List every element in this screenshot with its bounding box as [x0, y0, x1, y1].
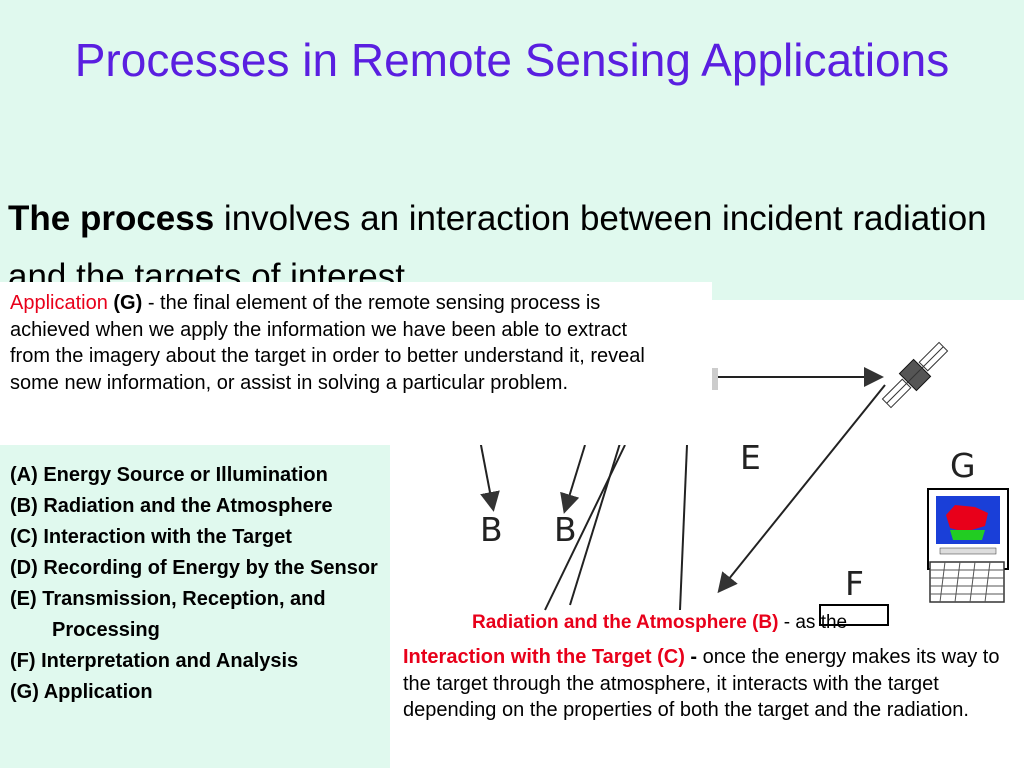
interaction-paragraph: Interaction with the Target (C) - once t…	[403, 644, 1016, 724]
list-item: Processing	[52, 619, 160, 641]
list-item: (D) Recording of Energy by the Sensor	[10, 557, 378, 579]
process-list: (A) Energy Source or Illumination (B) Ra…	[10, 460, 378, 708]
interaction-text: once the energy makes its way to the tar…	[403, 646, 1000, 721]
intro-text: The process involves an interaction betw…	[8, 190, 1008, 306]
label-e: E	[740, 438, 761, 477]
interaction-info-box: Interaction with the Target (C) - once t…	[393, 634, 1024, 768]
intro-bold: The process	[8, 199, 215, 238]
radiation-info-text: Radiation and the Atmosphere (B) - as th…	[472, 612, 847, 634]
label-f: F	[845, 564, 864, 603]
slide-title: Processes in Remote Sensing Applications	[74, 34, 950, 86]
application-heading: Application	[10, 292, 108, 314]
list-item: (B) Radiation and the Atmosphere	[10, 495, 333, 517]
ground-station-box	[819, 604, 889, 626]
data-grid-icon	[929, 561, 1005, 603]
radiation-heading: Radiation and the Atmosphere (B)	[472, 612, 779, 633]
list-item: (A) Energy Source or Illumination	[10, 464, 328, 486]
diagram-lines	[479, 329, 1009, 626]
label-g: G	[950, 446, 976, 485]
list-item: (E) Transmission, Reception, and	[10, 588, 326, 610]
application-monitor-icon	[927, 488, 1009, 570]
application-text: - the final element of the remote sensin…	[10, 292, 645, 394]
label-b-left: B	[480, 510, 503, 549]
list-item: (C) Interaction with the Target	[10, 526, 292, 548]
beam-source-mark	[712, 368, 718, 390]
transmission-line-e	[717, 384, 886, 594]
label-b-right: B	[554, 510, 577, 549]
interaction-dash: -	[684, 646, 703, 668]
application-info-box: Application (G) - the final element of t…	[0, 282, 712, 445]
arrow-b-left	[479, 439, 500, 512]
application-letter: (G)	[107, 292, 143, 314]
radiation-text: - as the	[778, 612, 848, 633]
ray-c3	[679, 444, 688, 611]
application-paragraph: Application (G) - the final element of t…	[10, 290, 660, 396]
interaction-heading: Interaction with the Target (C)	[403, 646, 685, 668]
satellite-icon	[881, 341, 949, 409]
arrow-b-right	[560, 444, 586, 514]
list-item: (F) Interpretation and Analysis	[10, 650, 299, 672]
list-item: (G) Application	[10, 681, 153, 703]
